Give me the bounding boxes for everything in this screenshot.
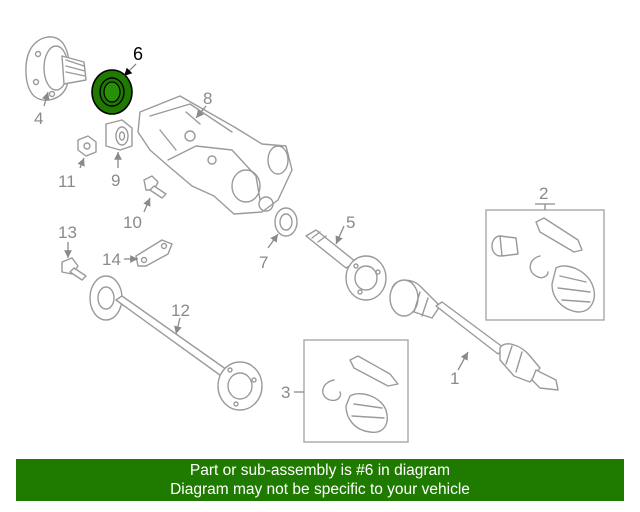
- part-8-differential[interactable]: [137, 95, 293, 215]
- part-5-stub-shaft[interactable]: [305, 229, 387, 301]
- parts-diagram: 4 6 8 9 11 10: [25, 36, 605, 443]
- leader-8: [195, 105, 207, 119]
- part-14-bracket[interactable]: [135, 239, 173, 267]
- callout-1: 1: [450, 369, 459, 388]
- kit-3-parts[interactable]: [322, 355, 399, 433]
- part-11-nut[interactable]: [77, 135, 97, 157]
- callout-11: 11: [58, 172, 76, 191]
- kit-2-parts[interactable]: [491, 217, 596, 313]
- callout-7: 7: [259, 253, 268, 272]
- banner-line-1: Part or sub-assembly is #6 in diagram: [189, 462, 451, 479]
- leader-11: [77, 157, 85, 169]
- part-6-seal[interactable]: [91, 69, 133, 115]
- leader-5: [335, 225, 345, 245]
- leader-6: [123, 63, 137, 77]
- callout-3: 3: [281, 383, 290, 402]
- callout-13: 13: [58, 223, 77, 242]
- callout-2: 2: [539, 184, 548, 203]
- leader-12: [174, 317, 182, 335]
- callout-6: 6: [133, 44, 143, 64]
- leader-7: [267, 233, 279, 249]
- callout-5: 5: [346, 213, 355, 232]
- part-13-bolt[interactable]: [61, 257, 87, 281]
- banner-line-2: Diagram may not be specific to your vehi…: [170, 481, 470, 498]
- callout-4: 4: [34, 109, 43, 128]
- part-7-seal[interactable]: [274, 207, 298, 237]
- callout-9: 9: [111, 171, 120, 190]
- callout-8: 8: [203, 89, 212, 108]
- leader-10: [143, 197, 151, 213]
- callout-14: 14: [102, 250, 121, 269]
- callout-10: 10: [123, 213, 142, 232]
- info-banner: Part or sub-assembly is #6 in diagram Di…: [16, 459, 624, 501]
- leader-4: [42, 91, 50, 107]
- part-1-cv-axle[interactable]: [389, 279, 559, 391]
- callout-12: 12: [171, 301, 190, 320]
- part-12-axle-shaft[interactable]: [89, 275, 263, 411]
- part-10-bolt[interactable]: [143, 175, 167, 199]
- part-4-flange[interactable]: [25, 36, 87, 101]
- part-9-bushing[interactable]: [105, 119, 133, 151]
- leader-1: [457, 351, 469, 371]
